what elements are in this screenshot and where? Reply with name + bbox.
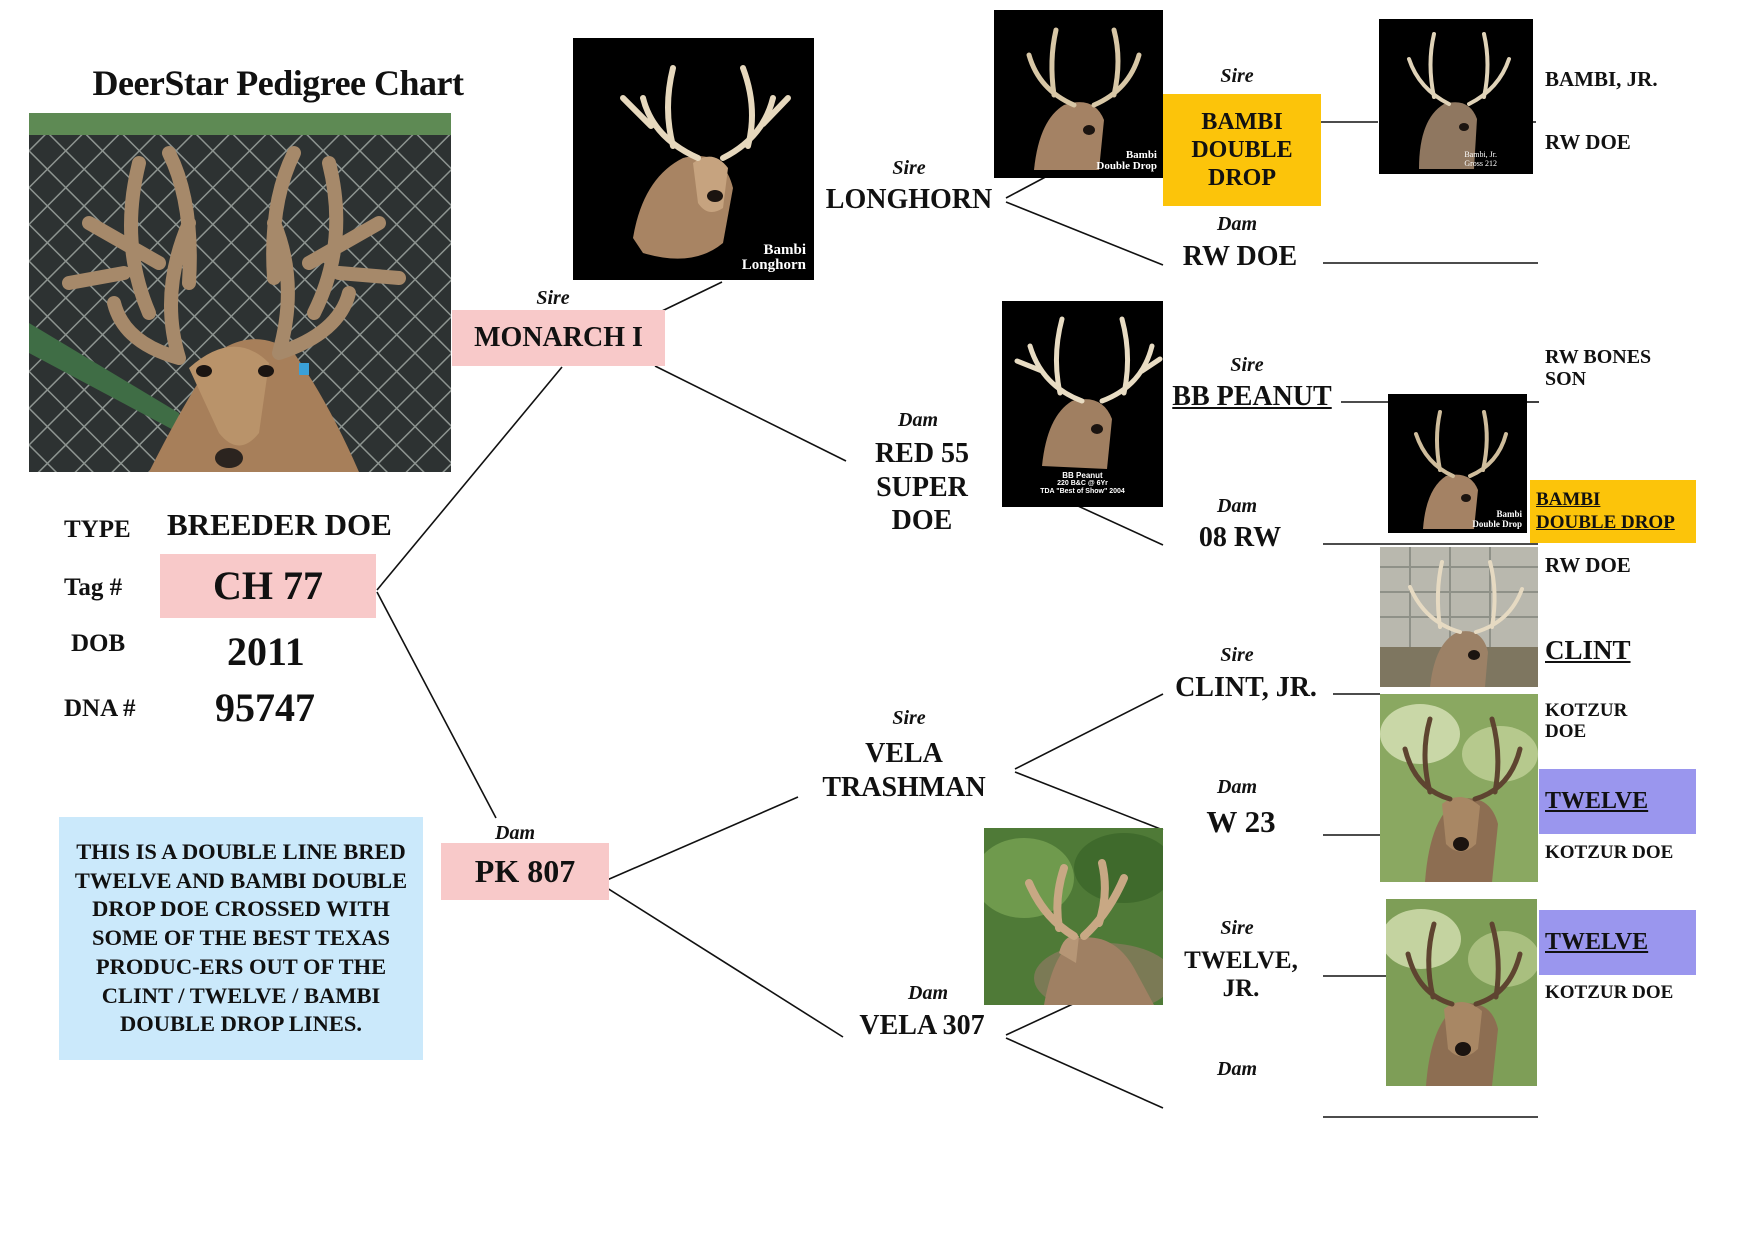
ggp-7-line-1: TWELVE, <box>1184 947 1298 974</box>
ggp-6-name: W 23 <box>1206 804 1276 839</box>
ancestor-11-name: KOTZUR DOE <box>1545 982 1674 1003</box>
ancestor-1-name: BAMBI, JR. <box>1545 67 1658 91</box>
dob-label: DOB <box>71 630 126 657</box>
ggp-1-box: BAMBI DOUBLE DROP <box>1163 94 1321 206</box>
parent-sire-box: MONARCH I <box>452 310 665 366</box>
ggp-4-name: 08 RW <box>1198 522 1282 553</box>
ggp-2-name: RW DOE <box>1182 241 1298 272</box>
ancestor-3-name: RW BONES SON <box>1545 346 1651 390</box>
ggp-2-label: Dam <box>1217 213 1257 235</box>
tag-label: Tag # <box>64 574 123 601</box>
ancestor-7-line-2: DOE <box>1545 720 1587 742</box>
parent-dam-name: PK 807 <box>474 852 576 889</box>
dna-value: 95747 <box>215 685 315 730</box>
ggp-1-label: Sire <box>1220 65 1254 87</box>
twelve-photo-2 <box>1386 899 1537 1086</box>
gp-dam-sire-line-2: TRASHMAN <box>822 771 986 803</box>
subject-deer-photo <box>29 113 451 472</box>
tag-value: CH 77 <box>213 562 323 608</box>
gp-dam-sire-line-1: VELA <box>865 738 943 769</box>
ancestor-7-name: KOTZUR DOE <box>1545 700 1628 743</box>
vela-velvet-photo <box>984 828 1163 1005</box>
tag-value-box: CH 77 <box>160 554 376 618</box>
dna-label: DNA # <box>64 695 136 722</box>
ancestor-7-line-1: KOTZUR <box>1545 700 1628 721</box>
parent-dam-label: Dam <box>495 822 535 844</box>
dob-value: 2011 <box>227 629 305 674</box>
bambi-jr-photo-caption: Bambi, Jr.Gross 212 <box>1464 150 1497 168</box>
bambi-jr-photo: Bambi, Jr.Gross 212 <box>1379 19 1533 174</box>
ggp-7-line-2: JR. <box>1222 975 1260 1002</box>
type-label: TYPE <box>64 516 131 543</box>
bb-peanut-photo: BB Peanut 220 B&C @ 6Yr TDA "Best of Sho… <box>1002 301 1163 507</box>
ancestor-4-line-1: BAMBI <box>1536 488 1601 510</box>
twelve-photo-1 <box>1380 694 1538 882</box>
description-note: THIS IS A DOUBLE LINE BRED TWELVE AND BA… <box>59 817 423 1060</box>
ancestor-9-name: KOTZUR DOE <box>1545 842 1674 863</box>
parent-dam-box: PK 807 <box>441 843 609 900</box>
ggp-3-label: Sire <box>1230 354 1264 376</box>
ancestor-5-name: RW DOE <box>1545 553 1631 577</box>
parent-sire-name: MONARCH I <box>474 322 643 354</box>
gp-dam-sire-label: Sire <box>892 707 926 729</box>
ancestor-10-name: TWELVE <box>1545 929 1649 956</box>
parent-sire-label: Sire <box>536 287 570 309</box>
ancestor-3-line-1: RW BONES <box>1545 346 1652 368</box>
gp-dam-dam-label: Dam <box>908 982 948 1004</box>
ggp-7-name: TWELVE, JR. <box>1184 947 1298 1003</box>
ggp-5-name: CLINT, JR. <box>1175 672 1317 703</box>
gp-sire-dam-name: RED 55 SUPER DOE <box>875 437 969 538</box>
ancestor-3-line-2: SON <box>1545 368 1587 390</box>
ancestor-4-box: BAMBI DOUBLE DROP <box>1530 480 1696 543</box>
ggp-1-line-3: DROP <box>1207 165 1276 192</box>
gp-dam-dam-name: VELA 307 <box>859 1010 985 1041</box>
chart-title: DeerStar Pedigree Chart <box>92 63 464 103</box>
gp-sire-dam-line-3: DOE <box>891 505 953 537</box>
gp-sire-dam-label: Dam <box>898 409 938 431</box>
ggp-3-name: BB PEANUT <box>1172 381 1332 412</box>
ancestor-2-name: RW DOE <box>1545 130 1631 154</box>
gp-dam-sire-name: VELA TRASHMAN <box>822 737 985 804</box>
ggp-5-label: Sire <box>1220 644 1254 666</box>
type-value: BREEDER DOE <box>167 507 392 542</box>
bb-peanut-photo-caption: BB Peanut 220 B&C @ 6Yr TDA "Best of Sho… <box>1040 470 1125 495</box>
ggp-7-label: Sire <box>1220 917 1254 939</box>
ggp-1-line-1: BAMBI <box>1201 108 1283 135</box>
ggp-8-label: Dam <box>1217 1058 1257 1080</box>
ancestor-8-name: TWELVE <box>1545 788 1649 815</box>
gp-sire-dam-line-1: RED 55 <box>874 438 970 469</box>
gp-sire-dam-line-2: SUPER <box>876 471 968 503</box>
gp-sire-sire-label: Sire <box>892 157 926 179</box>
description-note-text: THIS IS A DOUBLE LINE BRED TWELVE AND BA… <box>74 838 408 1037</box>
clint-photo <box>1380 547 1538 687</box>
ggp-6-label: Dam <box>1217 776 1257 798</box>
ancestor-4-line-2: DOUBLE DROP <box>1536 511 1675 533</box>
ggp-4-label: Dam <box>1217 495 1257 517</box>
ancestor-8-box: TWELVE <box>1539 769 1696 834</box>
ggp-1-line-2: DOUBLE <box>1191 136 1293 163</box>
ancestor-10-box: TWELVE <box>1539 910 1696 975</box>
gp-sire-sire-name: LONGHORN <box>825 184 993 215</box>
ancestor-6-name: CLINT <box>1545 635 1631 665</box>
